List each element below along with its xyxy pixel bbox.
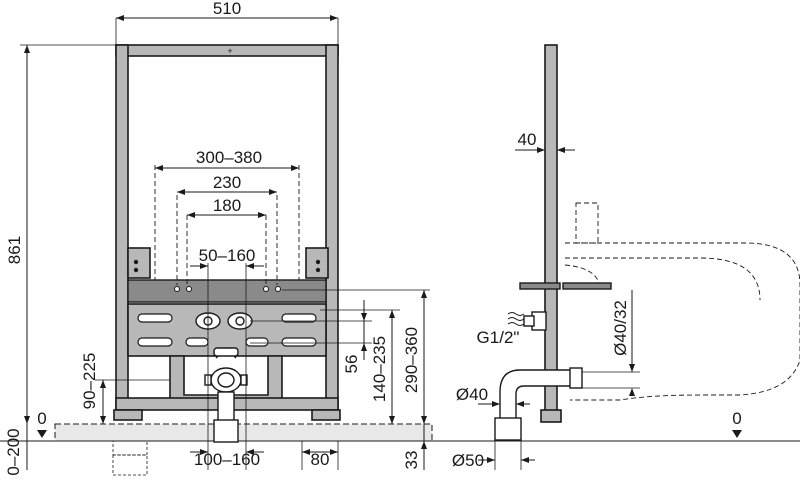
dim-290-360: 290–360 (402, 327, 421, 393)
side-view: 40 G1/2" Ø40/32 (452, 44, 800, 470)
thread-label: G1/2" (477, 328, 520, 347)
dim-300-380: 300–380 (196, 148, 262, 167)
floor-zero-right: 0 (732, 409, 741, 428)
dim-861: 861 (5, 236, 24, 264)
dim-90-225: 90–225 (80, 353, 99, 410)
dim-diam-40: Ø40 (456, 385, 488, 404)
dim-33: 33 (402, 451, 421, 470)
svg-text:+: + (227, 46, 232, 56)
dim-180: 180 (213, 196, 241, 215)
dim-diam-50: Ø50 (452, 451, 484, 470)
drain-outlet (204, 367, 248, 393)
supply-fitting-right (227, 312, 253, 330)
dim-140-235: 140–235 (370, 336, 389, 402)
frame-left-post (115, 44, 129, 411)
floor-marker-left (37, 430, 47, 438)
bidet-outline (564, 202, 800, 401)
dim-100-160: 100–160 (194, 450, 260, 469)
supply-inlet-g12 (507, 311, 547, 331)
dim-0-200: 0–200 (4, 428, 23, 475)
floor-marker-right (732, 430, 742, 438)
floor-zero-left: 0 (37, 409, 46, 428)
mounting-crossbar (127, 279, 327, 303)
dim-50-160: 50–160 (199, 246, 256, 265)
dim-230: 230 (213, 173, 241, 192)
dim-40-32: Ø40/32 (611, 300, 630, 356)
floor-band-front (54, 423, 433, 442)
dim-56: 56 (342, 355, 361, 374)
frame-right-post (325, 44, 339, 411)
dim-40: 40 (518, 130, 537, 149)
drain-elbow (494, 367, 583, 441)
dim-510: 510 (213, 0, 241, 18)
dim-80: 80 (311, 450, 330, 469)
side-post (544, 44, 558, 421)
